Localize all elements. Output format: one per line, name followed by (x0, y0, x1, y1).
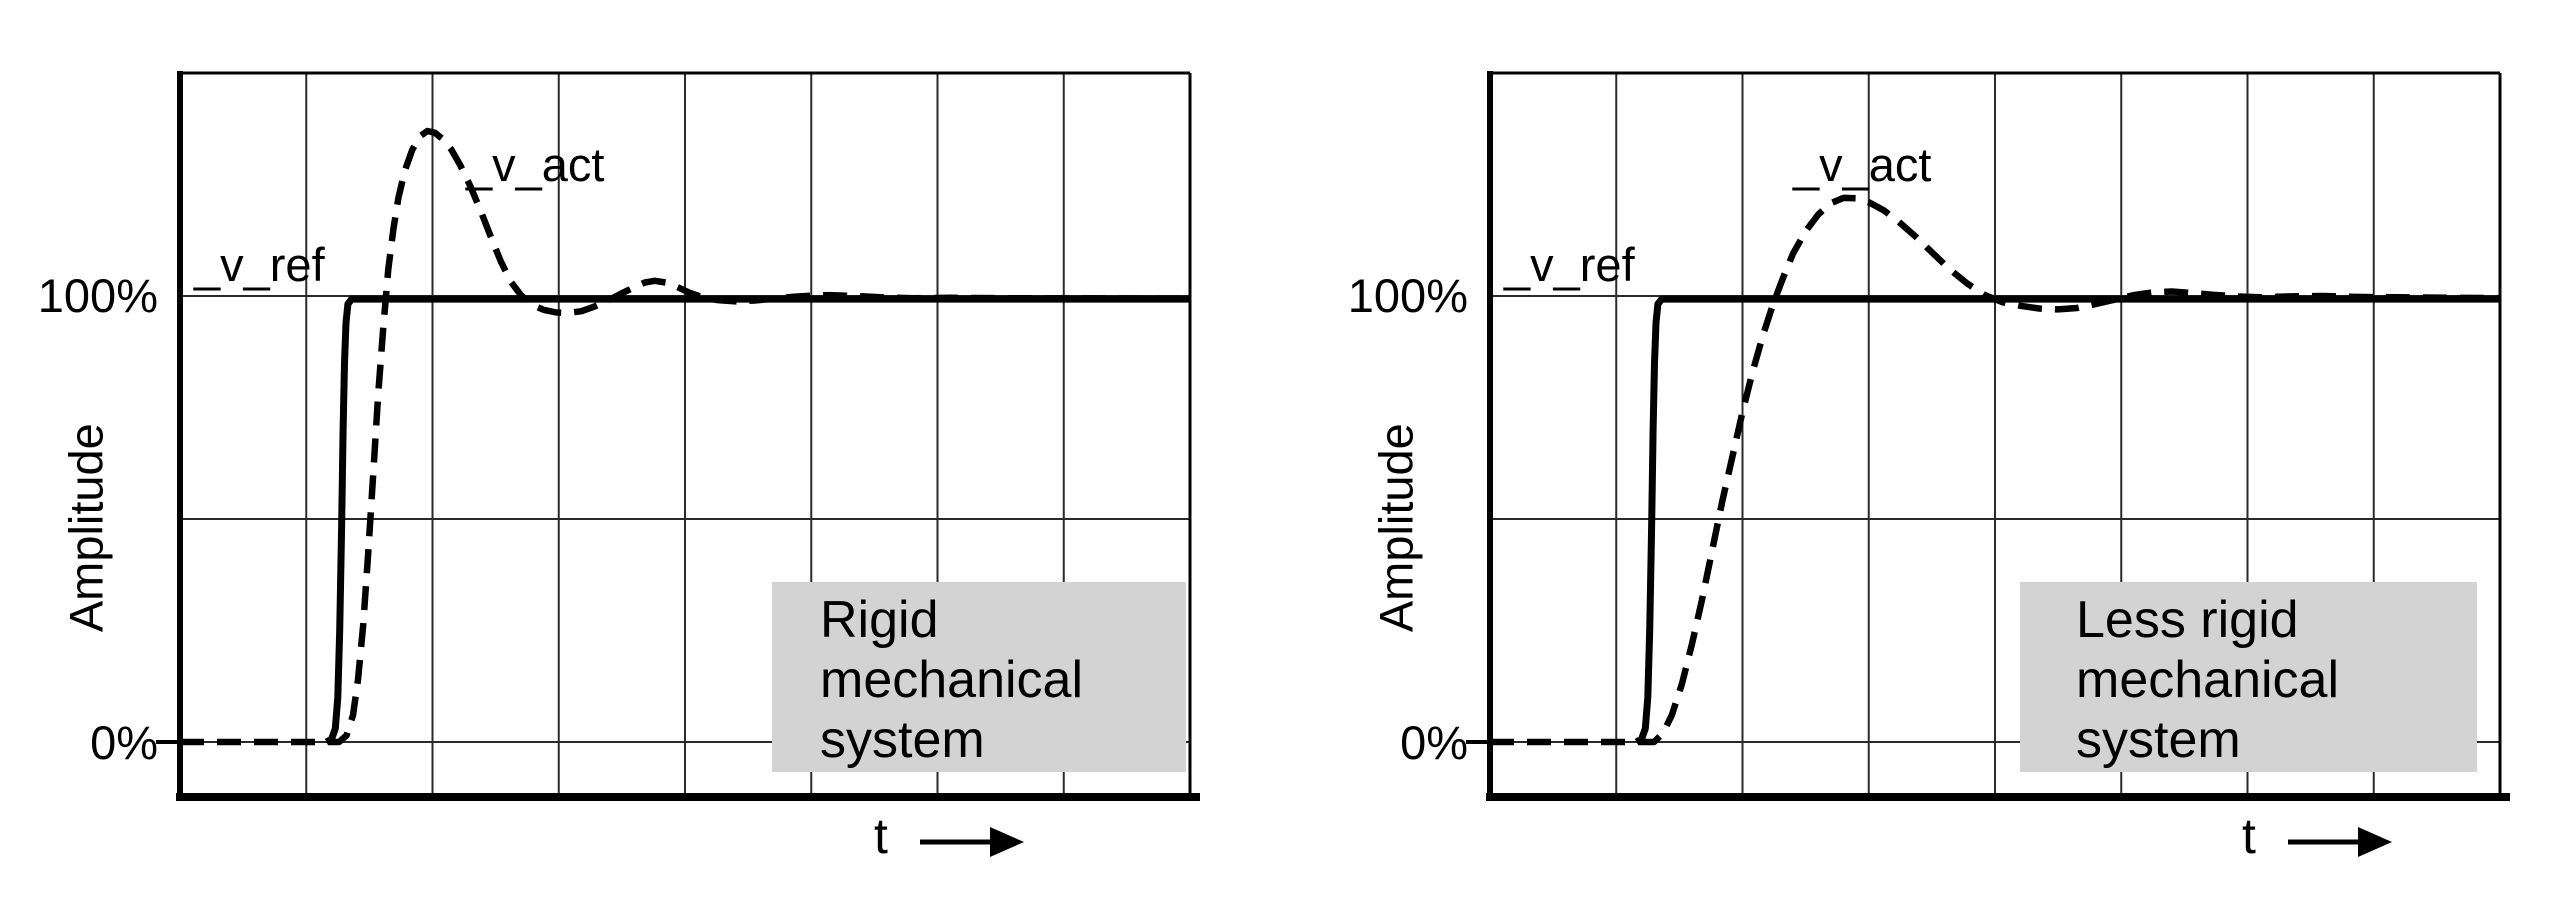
callout-line: system (2076, 711, 2241, 769)
callout-line: mechanical (2076, 651, 2340, 709)
right-chart-vact-curve-label: _v_act (1793, 138, 1932, 191)
left-chart-ytick-label-0: 0% (90, 716, 158, 769)
left-chart-vact-curve-label: _v_act (466, 138, 605, 191)
right-chart-system-type-callout: Less rigid mechanical system (2020, 582, 2477, 772)
left-chart-vref-curve-label: _v_ref (194, 238, 325, 291)
vref-curve (324, 295, 1190, 746)
callout-line: Less rigid (2076, 591, 2299, 649)
right-chart-x-axis-title: t (2242, 808, 2256, 864)
left-chart-y-axis-title: Amplitude (59, 423, 113, 633)
right-chart-vref-curve-label: _v_ref (1504, 238, 1635, 291)
right-chart-ytick-label-0: 0% (1400, 716, 1468, 769)
callout-line: mechanical (820, 651, 1084, 709)
left-chart-system-type-callout: Rigid mechanical system (772, 582, 1186, 772)
time-arrow-head (990, 827, 1024, 857)
time-arrow-head (2358, 827, 2392, 857)
left-chart-x-axis-title: t (874, 808, 888, 864)
right-chart-y-axis-title: Amplitude (1369, 423, 1423, 633)
right-chart-ytick-label-100: 100% (1347, 269, 1468, 322)
callout-line: Rigid (820, 591, 939, 649)
left-chart-ytick-label-100: 100% (37, 269, 158, 322)
vact-curve (1490, 194, 2501, 746)
callout-line: system (820, 711, 985, 769)
vref-curve (1634, 295, 2500, 746)
